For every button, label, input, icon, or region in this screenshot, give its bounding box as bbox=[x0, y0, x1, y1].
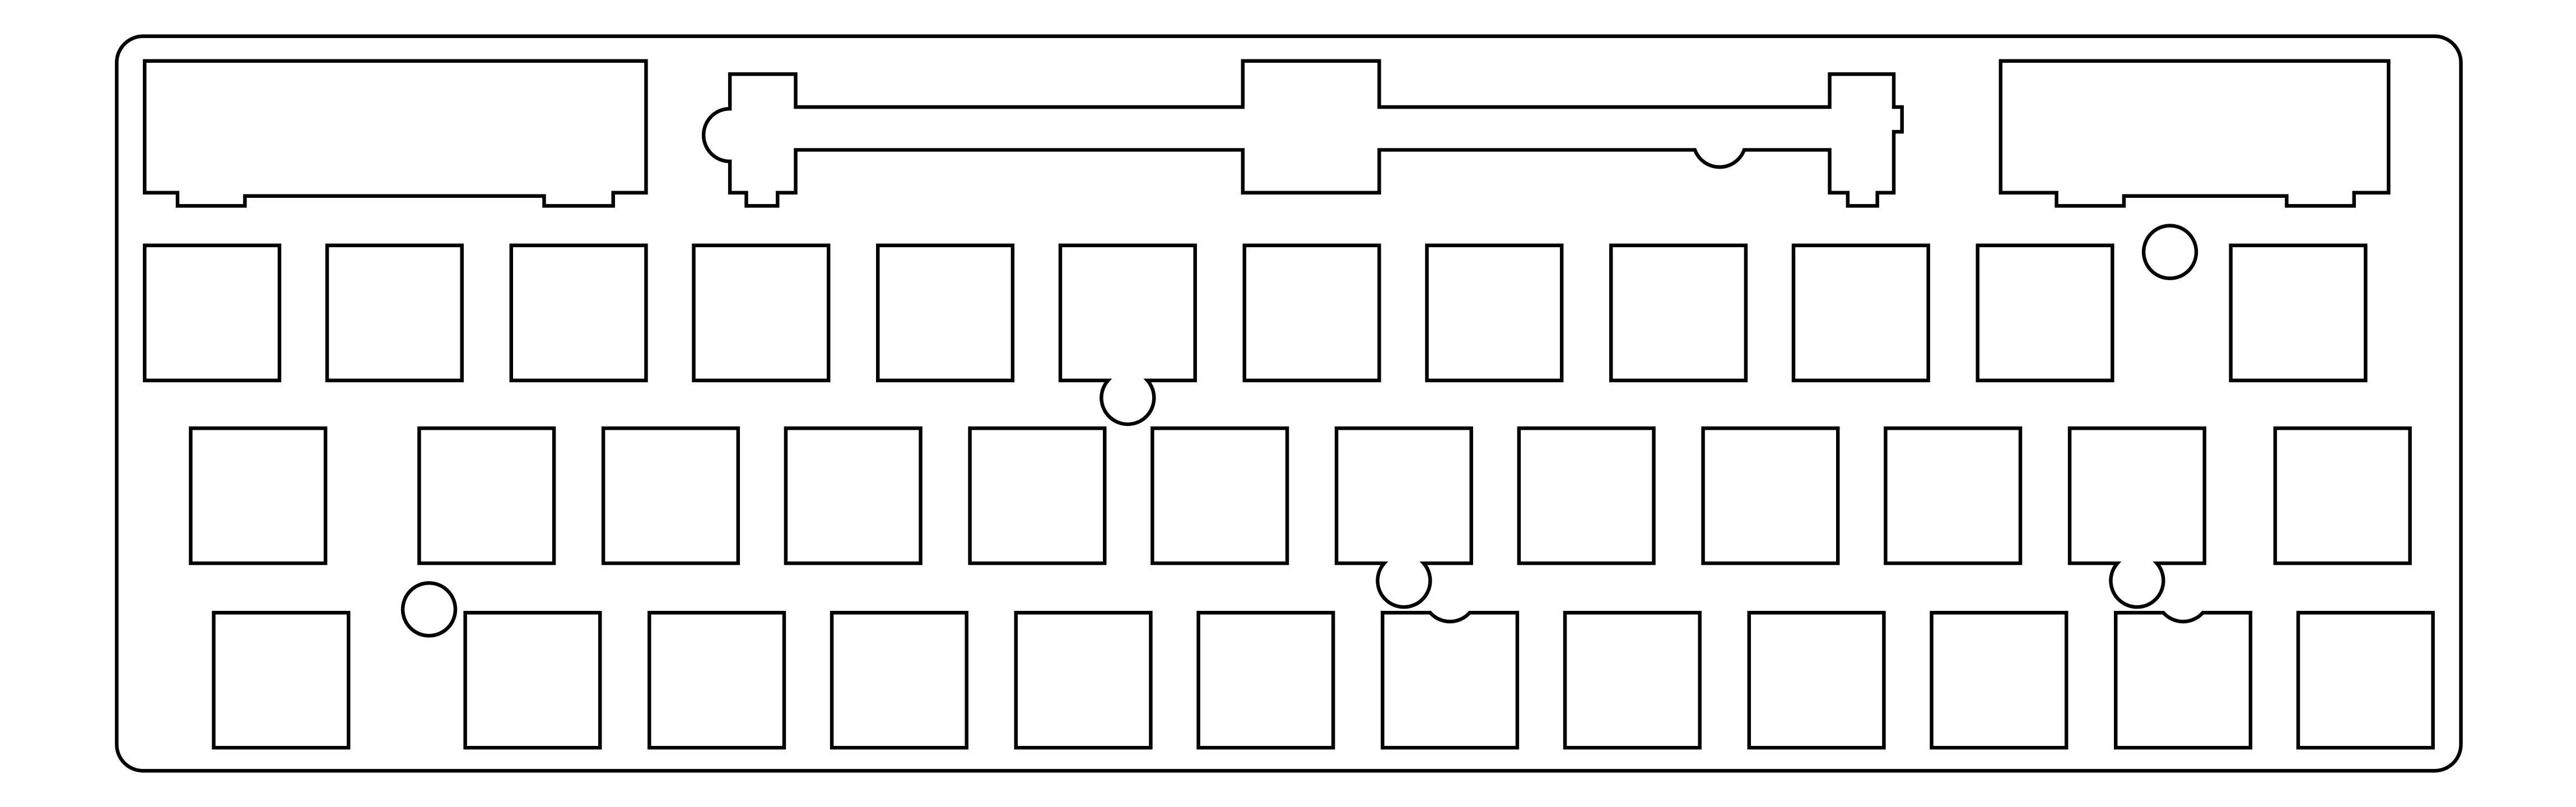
stabilizer-cutout bbox=[701, 59, 1904, 208]
switch-cutout-top-11 bbox=[1976, 243, 2114, 383]
switch-cutout-home-7 bbox=[1334, 426, 1473, 609]
switch-cutout-top-6 bbox=[1058, 243, 1197, 426]
switch-cutout-home-1 bbox=[189, 426, 328, 565]
switch-cutout-bottom-3 bbox=[648, 610, 786, 750]
switch-cutout-home-12 bbox=[2273, 426, 2412, 565]
switch-cutout-bottom-6 bbox=[1196, 610, 1335, 750]
switch-cutout-bottom-5 bbox=[1014, 610, 1153, 750]
switch-cutout-bottom-1 bbox=[212, 610, 351, 750]
switch-cutout-top-1 bbox=[143, 243, 282, 383]
switch-cutout-top-7 bbox=[1242, 243, 1381, 383]
switch-cutout-bottom-10 bbox=[1930, 610, 2069, 750]
switch-cutout-home-3 bbox=[601, 426, 740, 565]
switch-cutout-home-4 bbox=[784, 426, 923, 565]
switch-cutout-home-5 bbox=[968, 426, 1107, 565]
switch-cutout-home-2 bbox=[417, 426, 556, 565]
switch-cutout-home-6 bbox=[1150, 426, 1289, 565]
left-large-cutout bbox=[143, 59, 648, 208]
plate-outline bbox=[115, 34, 2463, 773]
switch-cutout-top-8 bbox=[1425, 243, 1564, 383]
switch-cutout-bottom-7 bbox=[1381, 610, 1520, 750]
switch-cutout-top-2 bbox=[325, 243, 464, 383]
mounting-hole-top-right bbox=[2141, 224, 2198, 280]
right-large-cutout bbox=[1999, 59, 2391, 208]
switch-cutout-top-9 bbox=[1609, 243, 1748, 383]
switch-cutout-bottom-12 bbox=[2296, 610, 2435, 750]
switch-cutout-bottom-9 bbox=[1747, 610, 1886, 750]
switch-cutout-top-4 bbox=[692, 243, 831, 383]
mounting-hole-bottom-left bbox=[400, 581, 458, 638]
switch-cutout-home-10 bbox=[1884, 426, 2023, 565]
switch-cutout-top-10 bbox=[1791, 243, 1930, 383]
switch-cutout-bottom-4 bbox=[830, 610, 968, 750]
switch-cutout-top-3 bbox=[509, 243, 648, 383]
switch-cutouts bbox=[143, 243, 2435, 750]
switch-cutout-home-11 bbox=[2067, 426, 2206, 609]
switch-cutout-bottom-8 bbox=[1563, 610, 1702, 750]
switch-cutout-bottom-2 bbox=[463, 610, 602, 750]
switch-cutout-home-8 bbox=[1517, 426, 1656, 565]
switch-cutout-top-12 bbox=[2229, 243, 2368, 383]
switch-cutout-bottom-11 bbox=[2113, 610, 2253, 750]
switch-cutout-home-9 bbox=[1701, 426, 1840, 565]
switch-cutout-top-5 bbox=[876, 243, 1015, 383]
